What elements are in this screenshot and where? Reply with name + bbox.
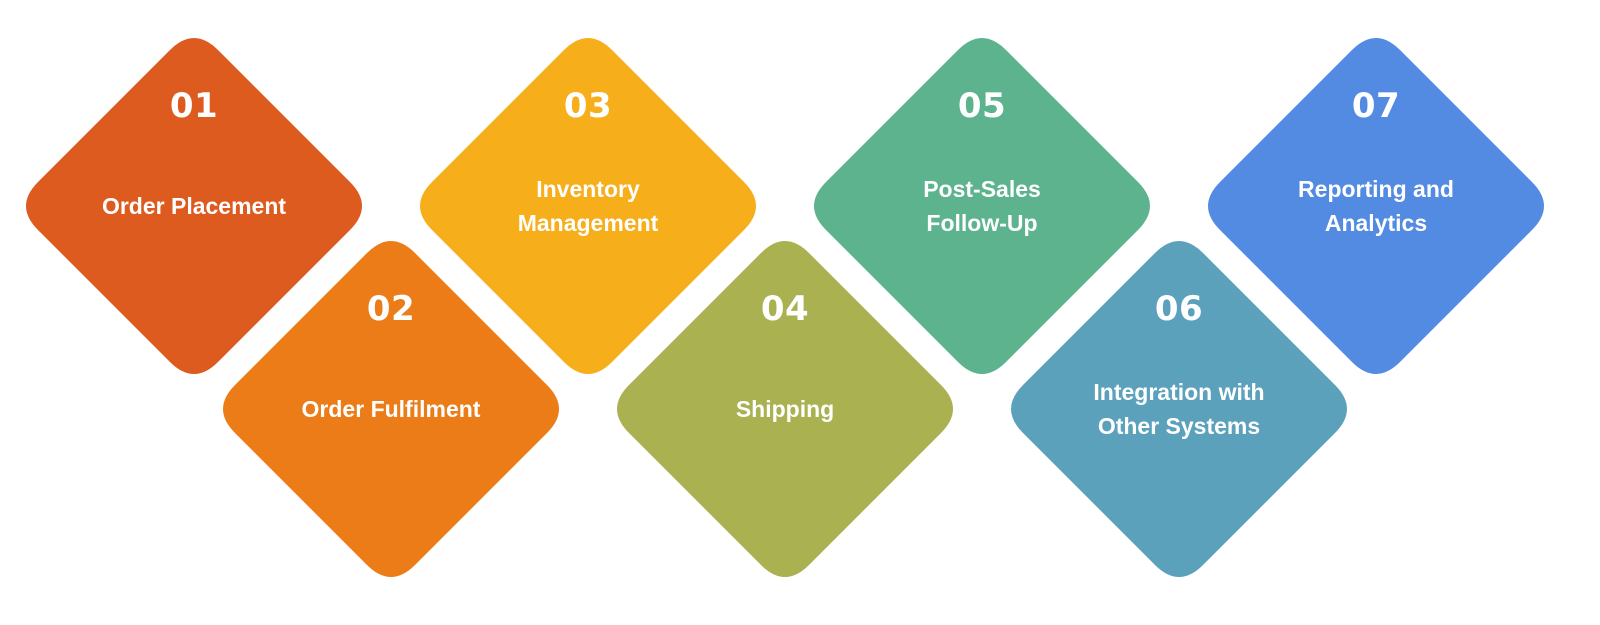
step-number: 05 <box>957 86 1007 126</box>
step-03: 03 Inventory Management <box>420 38 756 374</box>
diamond-shape <box>814 38 1150 374</box>
step-label: Order Fulfilment <box>301 396 481 422</box>
diamond-shape <box>617 241 953 577</box>
diamond-shape <box>1208 38 1544 374</box>
step-number: 03 <box>563 86 613 126</box>
step-07: 07 Reporting and Analytics <box>1208 38 1544 374</box>
step-number: 01 <box>169 86 219 126</box>
step-01: 01 Order Placement <box>26 38 362 374</box>
step-label: Order Placement <box>101 193 287 219</box>
diamond-shape <box>420 38 756 374</box>
diamond-shape <box>223 241 559 577</box>
step-label: Post-Sales Follow-Up <box>923 176 1041 236</box>
step-number: 07 <box>1351 86 1401 126</box>
step-04: 04 Shipping <box>617 241 953 577</box>
step-05: 05 Post-Sales Follow-Up <box>814 38 1150 374</box>
step-label: Integration with Other Systems <box>1093 379 1265 439</box>
step-number: 06 <box>1154 289 1204 329</box>
step-label: Inventory Management <box>517 176 659 236</box>
diamond-shape <box>1011 241 1347 577</box>
diamond-shape <box>26 38 362 374</box>
step-label: Shipping <box>735 396 835 422</box>
step-02: 02 Order Fulfilment <box>223 241 559 577</box>
step-number: 04 <box>760 289 810 329</box>
step-number: 02 <box>366 289 416 329</box>
step-label: Reporting and Analytics <box>1298 176 1454 236</box>
step-06: 06 Integration with Other Systems <box>1011 241 1347 577</box>
